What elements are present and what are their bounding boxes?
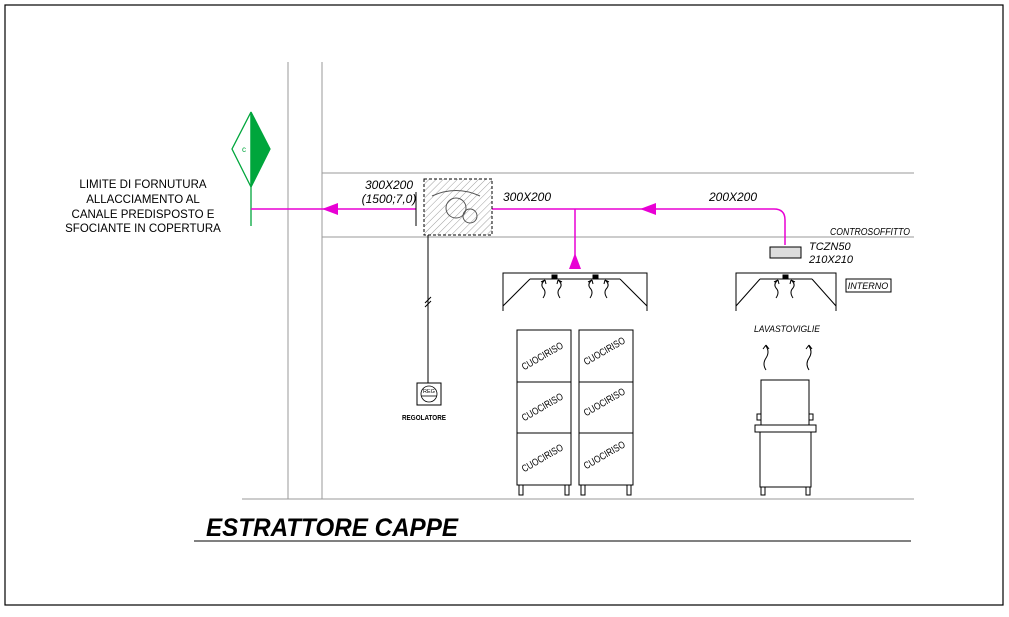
regulator-box: REG [416,382,442,406]
ceiling-label: CONTROSOFFITTO [830,227,910,238]
supply-limit-line-2: ALLACCIAMENTO AL [86,194,200,206]
arrow-outlet [322,203,338,215]
duct-network [251,208,786,255]
room-tag [845,278,892,293]
supply-limit-line-3: CANALE PREDISPOSTO E [72,209,215,221]
duct-main-label: 300X200 [503,190,551,204]
drawing-title: ESTRATTORE CAPPE [206,514,459,542]
ceiling-diffuser [769,246,802,259]
duct-branch-bend [773,208,786,245]
flow-arrows [322,203,656,269]
room-label: INTERNO [848,281,889,291]
rice-cooker-right [578,329,634,496]
symbol-letter: c [242,145,246,154]
regulator-badge: REG [423,389,435,395]
diffuser-model: TCZN50 [809,241,851,253]
dishwasher [754,379,817,496]
cooker-hood [502,272,648,311]
dishwasher-hood-arrows [773,279,796,299]
rice-cooker-left [516,329,572,496]
supply-limit-label: LIMITE DI FORNUTURA ALLACCIAMENTO AL CAN… [65,179,221,235]
regulator-label: REGOLATORE [402,413,446,422]
arrow-up-hood [569,253,581,269]
dishwasher-steam-arrows [762,344,813,371]
duct-branch-label: 200X200 [708,190,757,204]
supply-limit-symbol: c [231,111,271,226]
hood-airflow-arrows [540,279,610,299]
diffuser-size: 210X210 [808,254,854,266]
extractor-size-label: 300X200 [365,178,413,192]
extractor-spec-label: (1500;7,0) [362,192,417,206]
dishwasher-hood [735,272,837,311]
extractor-fan [415,178,493,236]
arrow-branch [640,203,656,215]
supply-limit-line-4: SFOCIANTE IN COPERTURA [65,223,221,235]
supply-limit-line-1: LIMITE DI FORNUTURA [79,179,206,191]
regulator-cable [424,235,432,383]
building-lines [242,62,914,500]
dishwasher-label: LAVASTOVIGLIE [754,324,821,334]
outer-frame [4,4,1004,606]
